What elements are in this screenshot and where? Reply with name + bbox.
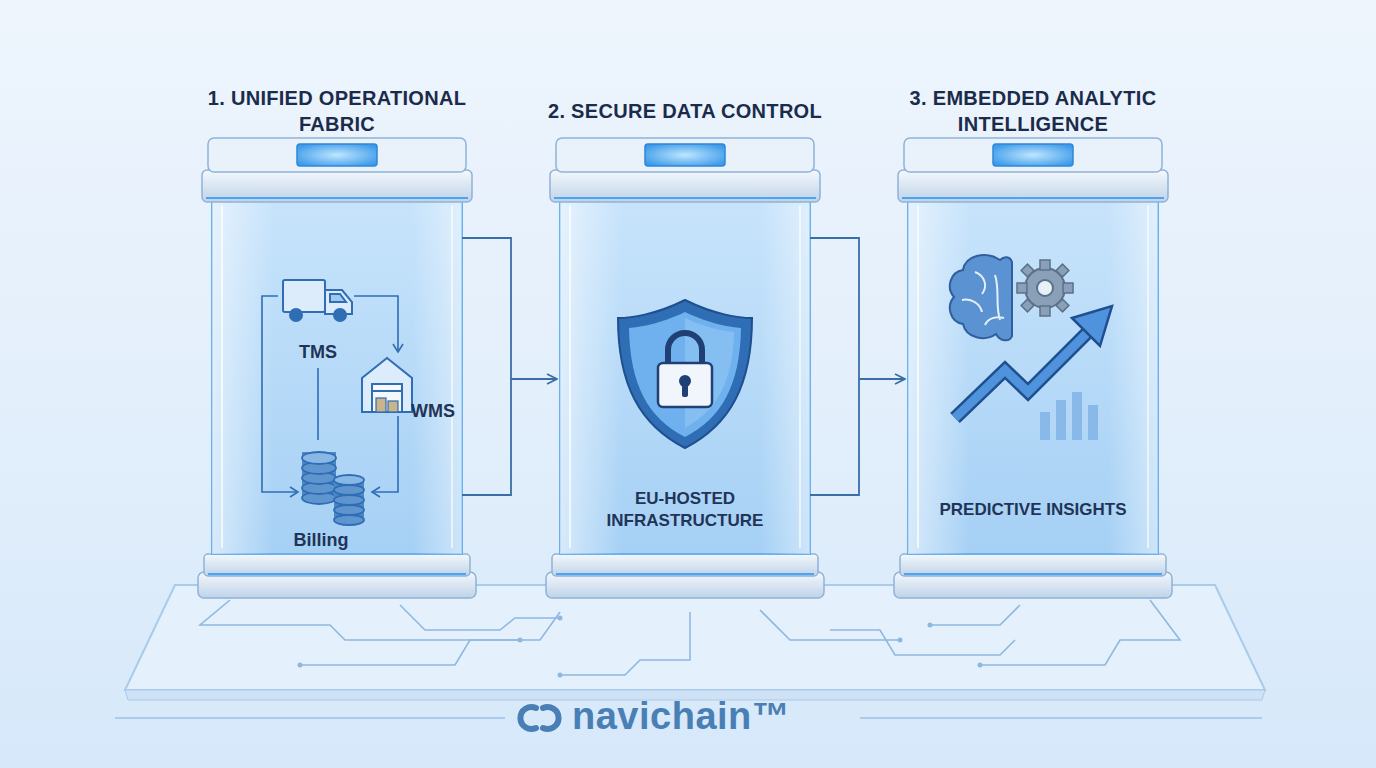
circuit-dots [298, 616, 983, 678]
system-label: WMS [411, 401, 455, 422]
circuit-lines [200, 600, 1180, 675]
coins-icon [302, 452, 364, 525]
cycle-lines [262, 296, 403, 497]
pillar-box: 3. EMBEDDED ANALYTIC INTELLIGENCEPREDICT… [908, 200, 1158, 558]
pillar-caption: PREDICTIVE INSIGHTS [939, 499, 1126, 521]
text-slot: PREDICTIVE INSIGHTS [918, 478, 1148, 542]
pillar-shape [198, 138, 476, 598]
warehouse-icon [362, 358, 412, 412]
brand-logo: navichain™ [572, 695, 790, 738]
system-label: Billing [294, 530, 349, 551]
platform [125, 585, 1265, 690]
pillar-caption: EU-HOSTED INFRASTRUCTURE [570, 488, 800, 532]
pillar-heading: 2. SECURE DATA CONTROL [548, 98, 822, 124]
shield-icon [618, 300, 752, 448]
pillar-heading: 3. EMBEDDED ANALYTIC INTELLIGENCE [878, 85, 1188, 137]
trend-arrow [955, 306, 1112, 418]
gear-icon [1017, 260, 1073, 316]
flow-connector [462, 238, 557, 379]
pillar-shape [894, 138, 1172, 598]
pillar-heading: 1. UNIFIED OPERATIONAL FABRIC [182, 85, 492, 137]
pillar-box: 1. UNIFIED OPERATIONAL FABRIC [212, 200, 462, 558]
text-slot: EU-HOSTED INFRASTRUCTURE [570, 478, 800, 542]
text-slot: 2. SECURE DATA CONTROL [530, 50, 840, 172]
bar-icons [1040, 392, 1098, 440]
system-label: TMS [299, 342, 337, 363]
flow-connector [810, 238, 905, 379]
truck-icon [283, 280, 352, 321]
pillar-box: 2. SECURE DATA CONTROLEU-HOSTED INFRASTR… [560, 200, 810, 558]
text-slot: 3. EMBEDDED ANALYTIC INTELLIGENCE [878, 50, 1188, 172]
text-slot: 1. UNIFIED OPERATIONAL FABRIC [182, 50, 492, 172]
pillar-shape [546, 138, 824, 598]
brain-icon [950, 255, 1012, 340]
logo-icon [520, 707, 558, 729]
